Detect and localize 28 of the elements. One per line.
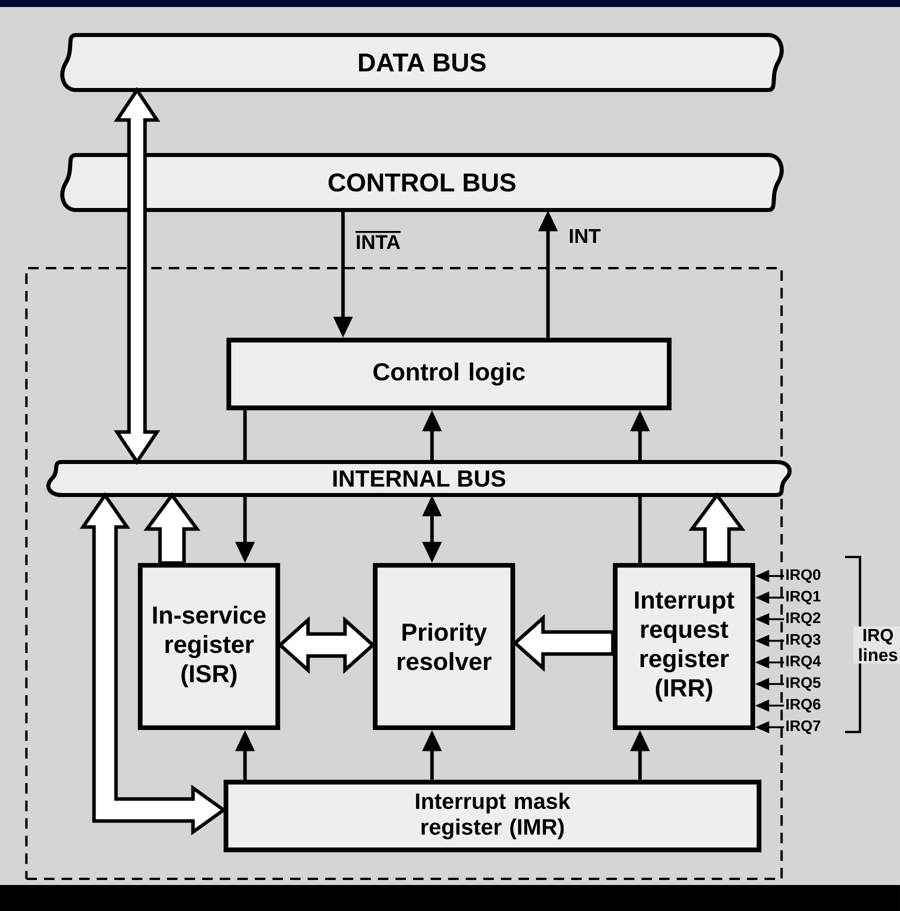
bracket-label: IRQ lines bbox=[853, 626, 900, 664]
signal-label: IRQ3 bbox=[786, 634, 820, 648]
hollow-arrow bbox=[80, 492, 227, 836]
block-box: In-service register (ISR) bbox=[138, 562, 280, 730]
hollow-arrow bbox=[114, 87, 160, 465]
hollow-arrow bbox=[277, 616, 376, 674]
hollow-arrow bbox=[144, 492, 200, 565]
signal-label: IRQ5 bbox=[786, 677, 821, 691]
block-box: Priority resolver bbox=[372, 562, 516, 730]
hollow-arrow bbox=[512, 614, 615, 672]
block-box: Interrupt mask register (IMR) bbox=[224, 780, 762, 852]
bus-band: CONTROL BUS bbox=[60, 152, 784, 212]
bus-band: INTERNAL BUS bbox=[46, 460, 792, 498]
connector-line bbox=[243, 410, 247, 462]
signal-label: IRQ6 bbox=[786, 698, 820, 712]
signal-label: IRQ2 bbox=[786, 612, 820, 626]
edge-label: INTA bbox=[353, 228, 403, 252]
signal-label: IRQ0 bbox=[786, 569, 820, 583]
signal-label: IRQ1 bbox=[786, 590, 821, 604]
dashed-boundary bbox=[25, 266, 783, 880]
bus-band: DATA BUS bbox=[60, 32, 784, 92]
signal-label: IRQ4 bbox=[786, 656, 821, 670]
connector-line bbox=[638, 495, 642, 563]
block-box: Interrupt request register (IRR) bbox=[612, 562, 756, 730]
edge-label: INT bbox=[566, 226, 603, 246]
hollow-arrow bbox=[688, 492, 746, 565]
signal-label: IRQ7 bbox=[786, 720, 820, 734]
block-box: Control logic bbox=[226, 338, 672, 410]
